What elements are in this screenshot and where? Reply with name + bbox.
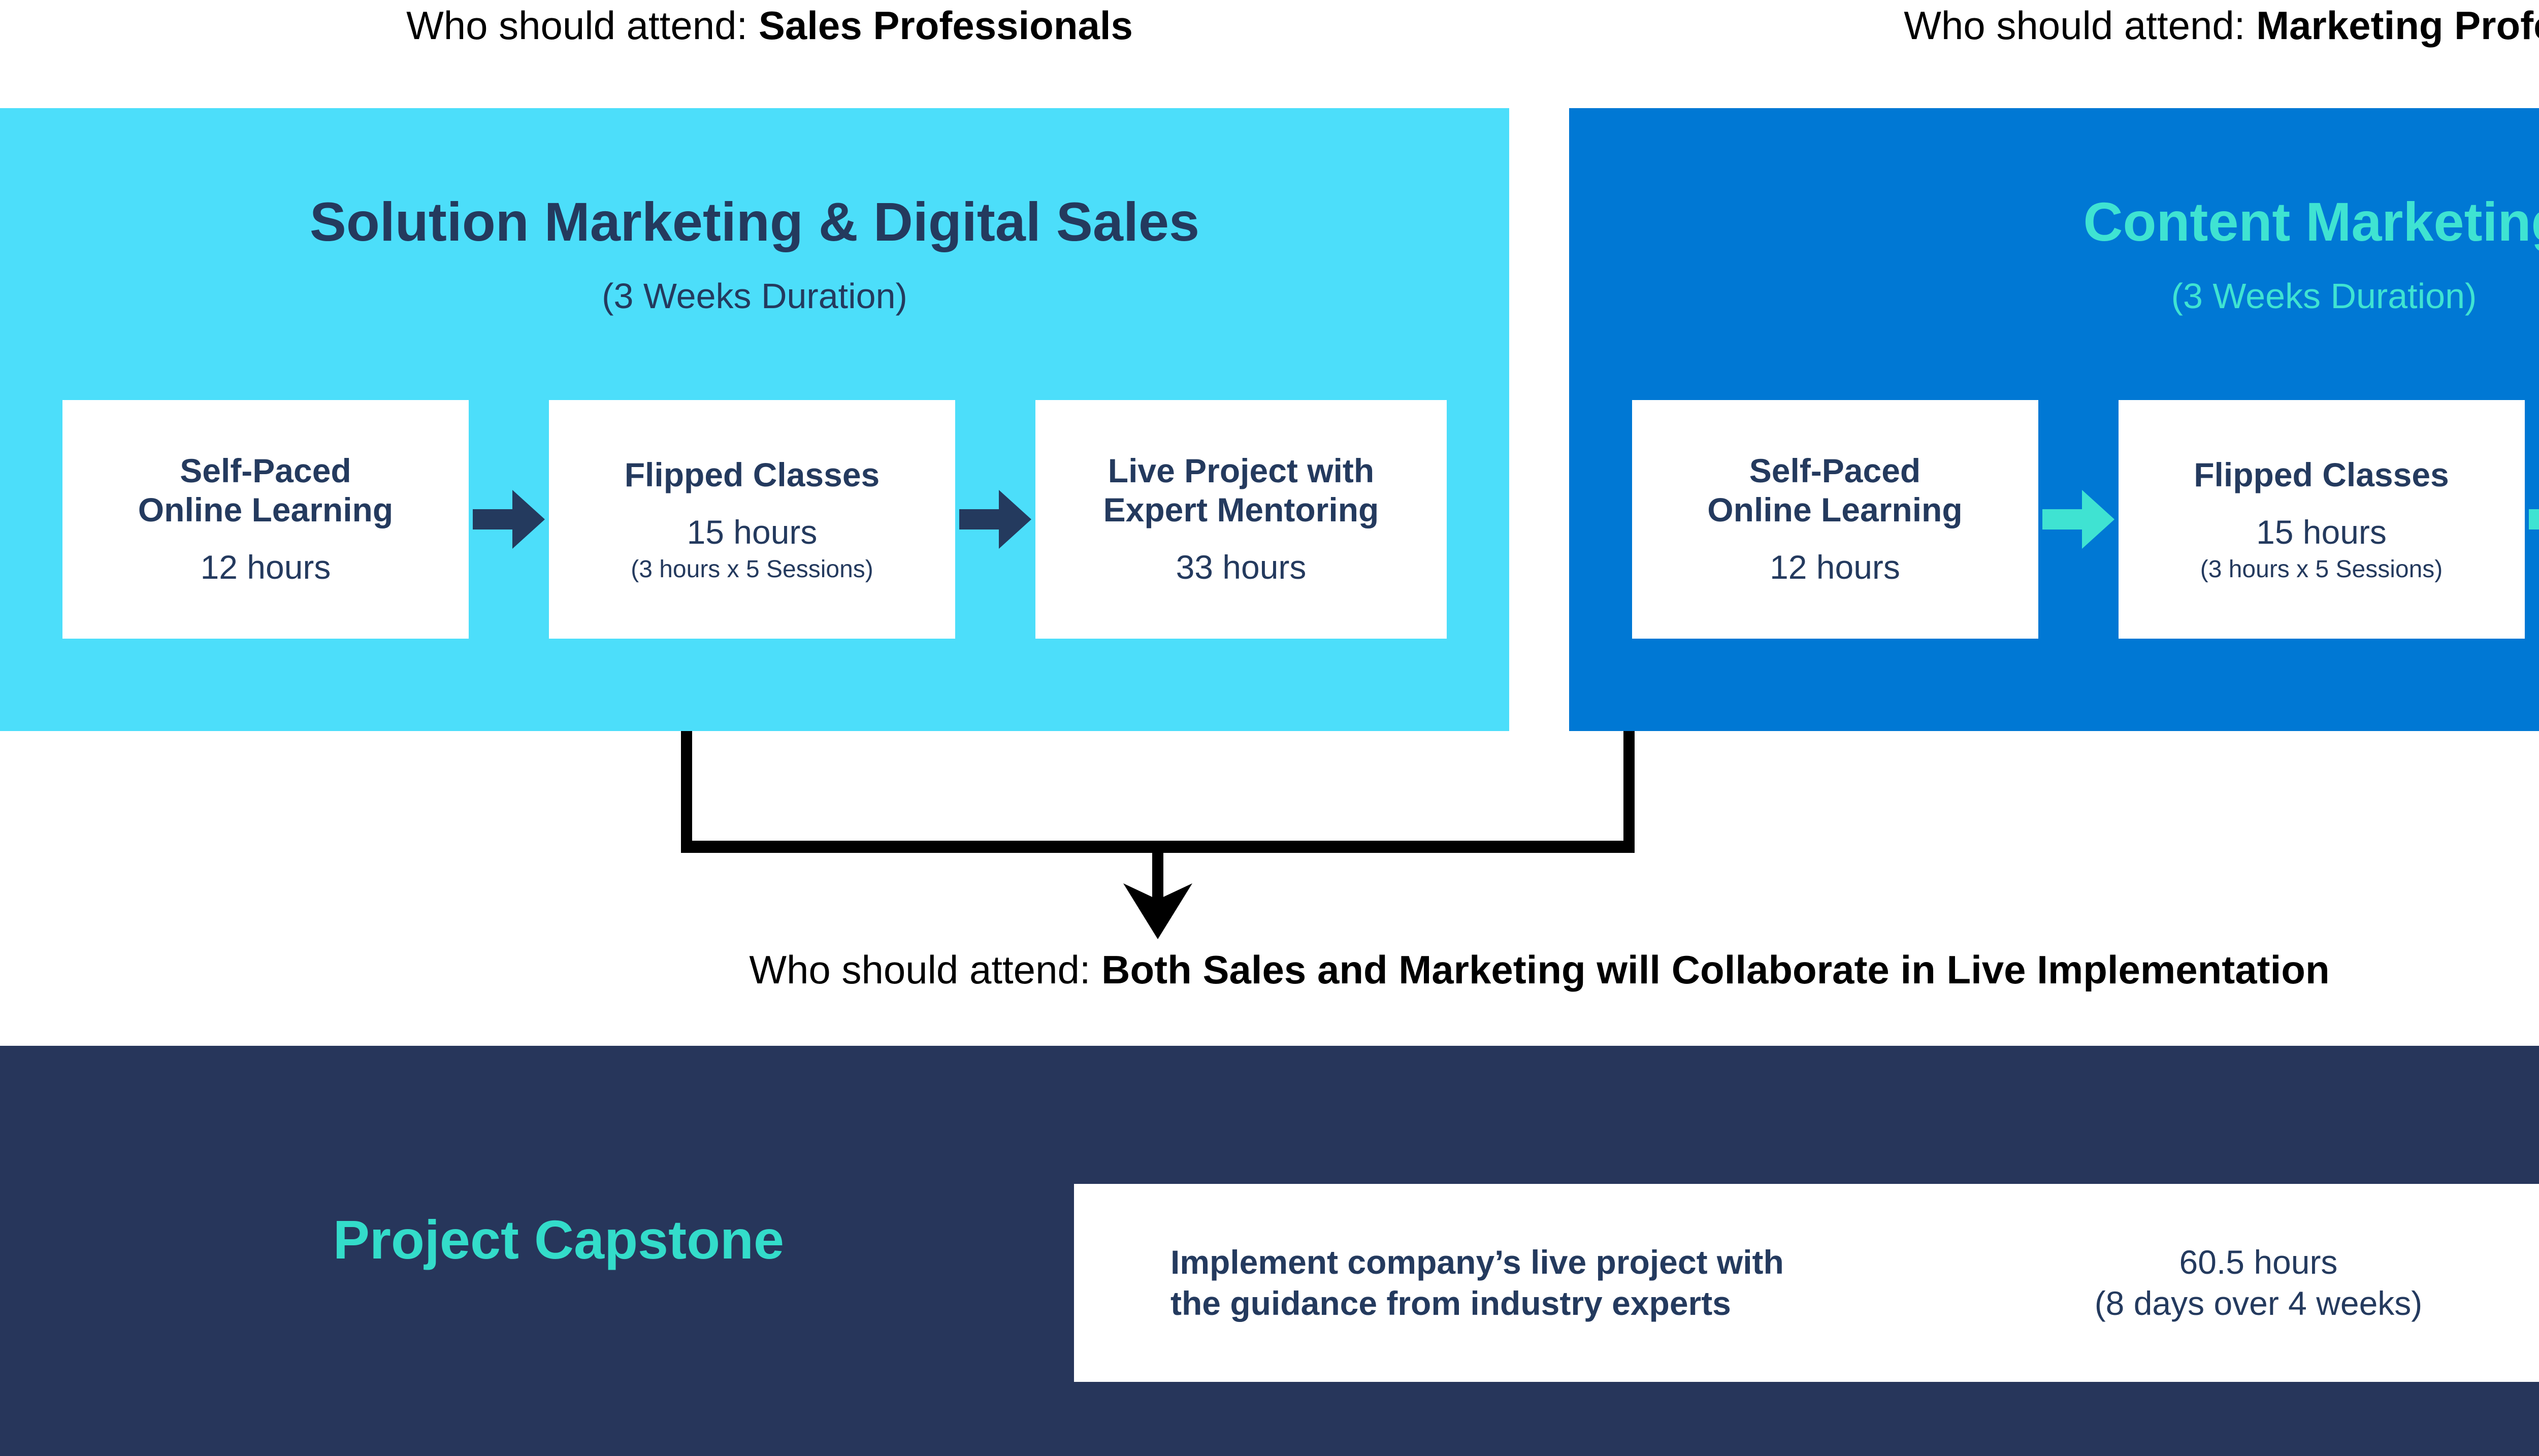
step-box-sales-live-project[interactable]: Live Project with Expert Mentoring 33 ho…	[1035, 400, 1447, 639]
step-hours: 12 hours	[1770, 548, 1900, 586]
track-title-marketing: Content Marketing	[2083, 191, 2539, 252]
track-duration-sales: (3 Weeks Duration)	[602, 276, 907, 316]
step-row-sales: Self-Paced Online Learning 12 hours Flip…	[0, 400, 1509, 639]
step-box-marketing-flipped-classes[interactable]: Flipped Classes 15 hours (3 hours x 5 Se…	[2118, 400, 2525, 639]
track-title-sales: Solution Marketing & Digital Sales	[309, 191, 1200, 252]
caption-both-tracks: Who should attend: Both Sales and Market…	[0, 948, 2539, 992]
caption-sales-track: Who should attend: Sales Professionals	[0, 4, 1539, 48]
step-hours: 12 hours	[200, 548, 331, 586]
track-panel-sales: Solution Marketing & Digital Sales (3 We…	[0, 108, 1509, 731]
step-hours: 15 hours	[2256, 513, 2387, 551]
caption-marketing-audience: Marketing Professionals	[2256, 3, 2539, 48]
step-box-sales-flipped-classes[interactable]: Flipped Classes 15 hours (3 hours x 5 Se…	[549, 400, 955, 639]
track-panel-marketing: Content Marketing (3 Weeks Duration) Sel…	[1569, 108, 2539, 731]
step-note: (3 hours x 5 Sessions)	[631, 555, 873, 583]
caption-marketing-prefix: Who should attend:	[1904, 3, 2257, 48]
caption-both-prefix: Who should attend:	[749, 947, 1102, 992]
capstone-title: Project Capstone	[333, 1209, 785, 1270]
caption-sales-prefix: Who should attend:	[406, 3, 759, 48]
arrow-marketing-2-icon	[2525, 400, 2539, 639]
step-note: (3 hours x 5 Sessions)	[2200, 555, 2443, 583]
step-title: Self-Paced Online Learning	[1707, 451, 1963, 529]
arrow-marketing-1-icon	[2038, 400, 2119, 639]
capstone-card[interactable]: Implement company’s live project with th…	[1074, 1184, 2539, 1382]
track-duration-marketing: (3 Weeks Duration)	[2171, 276, 2477, 316]
step-title: Flipped Classes	[624, 455, 880, 493]
step-box-sales-self-paced[interactable]: Self-Paced Online Learning 12 hours	[62, 400, 469, 639]
merge-connector-arrow-icon	[660, 731, 1655, 939]
step-box-marketing-self-paced[interactable]: Self-Paced Online Learning 12 hours	[1632, 400, 2038, 639]
capstone-metric: 60.5 hours (8 days over 4 weeks)	[2094, 1243, 2423, 1322]
step-row-marketing: Self-Paced Online Learning 12 hours Flip…	[1569, 400, 2539, 639]
arrow-sales-1-icon	[469, 400, 549, 639]
capstone-panel: Project Capstone Implement company’s liv…	[0, 1046, 2539, 1456]
step-hours: 15 hours	[687, 513, 818, 551]
caption-marketing-track: Who should attend: Marketing Professiona…	[1539, 4, 2539, 48]
caption-both-audience: Both Sales and Marketing will Collaborat…	[1101, 947, 2330, 992]
step-hours: 33 hours	[1176, 548, 1307, 586]
step-title: Self-Paced Online Learning	[138, 451, 394, 529]
step-title: Live Project with Expert Mentoring	[1103, 451, 1379, 529]
caption-sales-audience: Sales Professionals	[758, 3, 1133, 48]
arrow-sales-2-icon	[955, 400, 1035, 639]
capstone-description: Implement company’s live project with th…	[1170, 1243, 1784, 1322]
step-title: Flipped Classes	[2194, 455, 2449, 493]
